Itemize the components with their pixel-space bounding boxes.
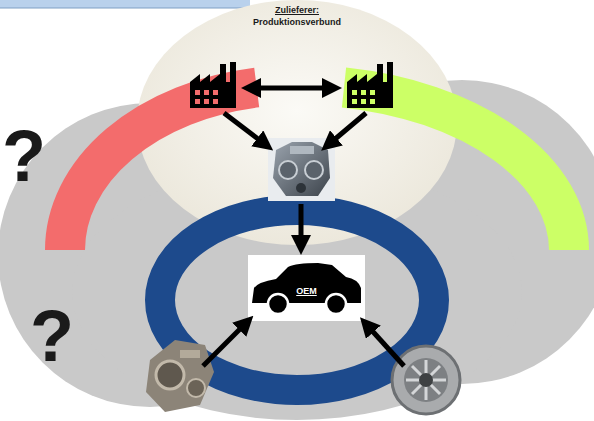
node-heading: Zulieferer: <box>275 4 319 16</box>
alternator-image <box>392 346 460 414</box>
question-mark: ? <box>30 300 74 372</box>
node-body: Produktionsverbund <box>253 16 341 28</box>
node-heading: OEM <box>296 285 317 297</box>
gearbox-image <box>146 340 214 412</box>
question-mark: ? <box>2 120 46 192</box>
engine-image <box>268 138 335 201</box>
factory-icon <box>347 62 393 108</box>
oem-car-box: OEM <box>248 255 365 321</box>
factory-icon <box>190 62 236 108</box>
flow-arrows <box>203 88 404 366</box>
window-strip <box>0 0 250 8</box>
